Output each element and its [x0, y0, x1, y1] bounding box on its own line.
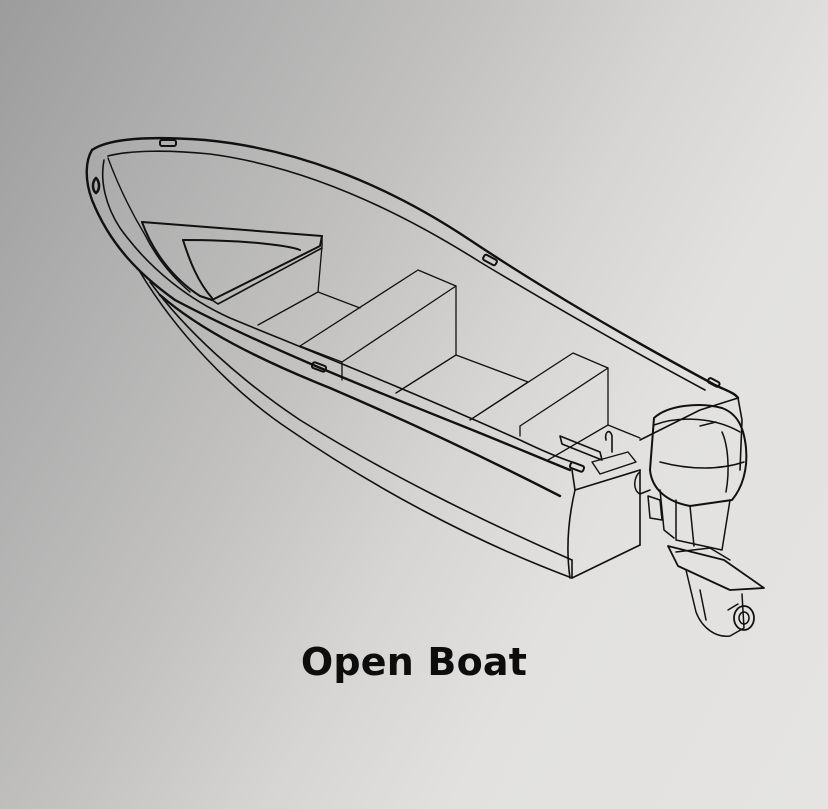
- benches: [257, 245, 641, 461]
- outboard-motor: [634, 404, 765, 637]
- hull-side: [139, 271, 641, 579]
- bow-deck: [141, 221, 323, 305]
- cleats: [91, 139, 721, 473]
- product-caption: Open Boat: [300, 640, 528, 684]
- gunwale: [85, 136, 740, 472]
